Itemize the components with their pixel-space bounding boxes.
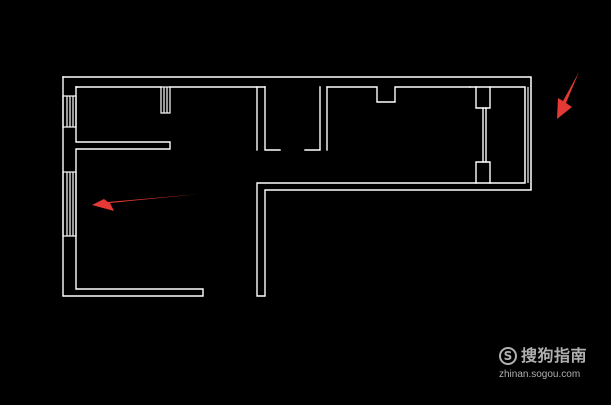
sogou-logo-icon: S [499,347,517,365]
window-top-small [160,86,171,114]
right-window-arrow [557,72,579,119]
window-right [524,77,532,190]
window-left-upper [62,95,77,128]
left-window-arrow [92,194,200,211]
window-left-lower [62,171,77,237]
watermark-url: zhinan.sogou.com [499,369,581,380]
interior-partitions [256,86,491,184]
outer-walls [62,76,532,297]
watermark-title: 搜狗指南 [521,346,588,365]
watermark: S 搜狗指南 zhinan.sogou.com [499,347,589,383]
